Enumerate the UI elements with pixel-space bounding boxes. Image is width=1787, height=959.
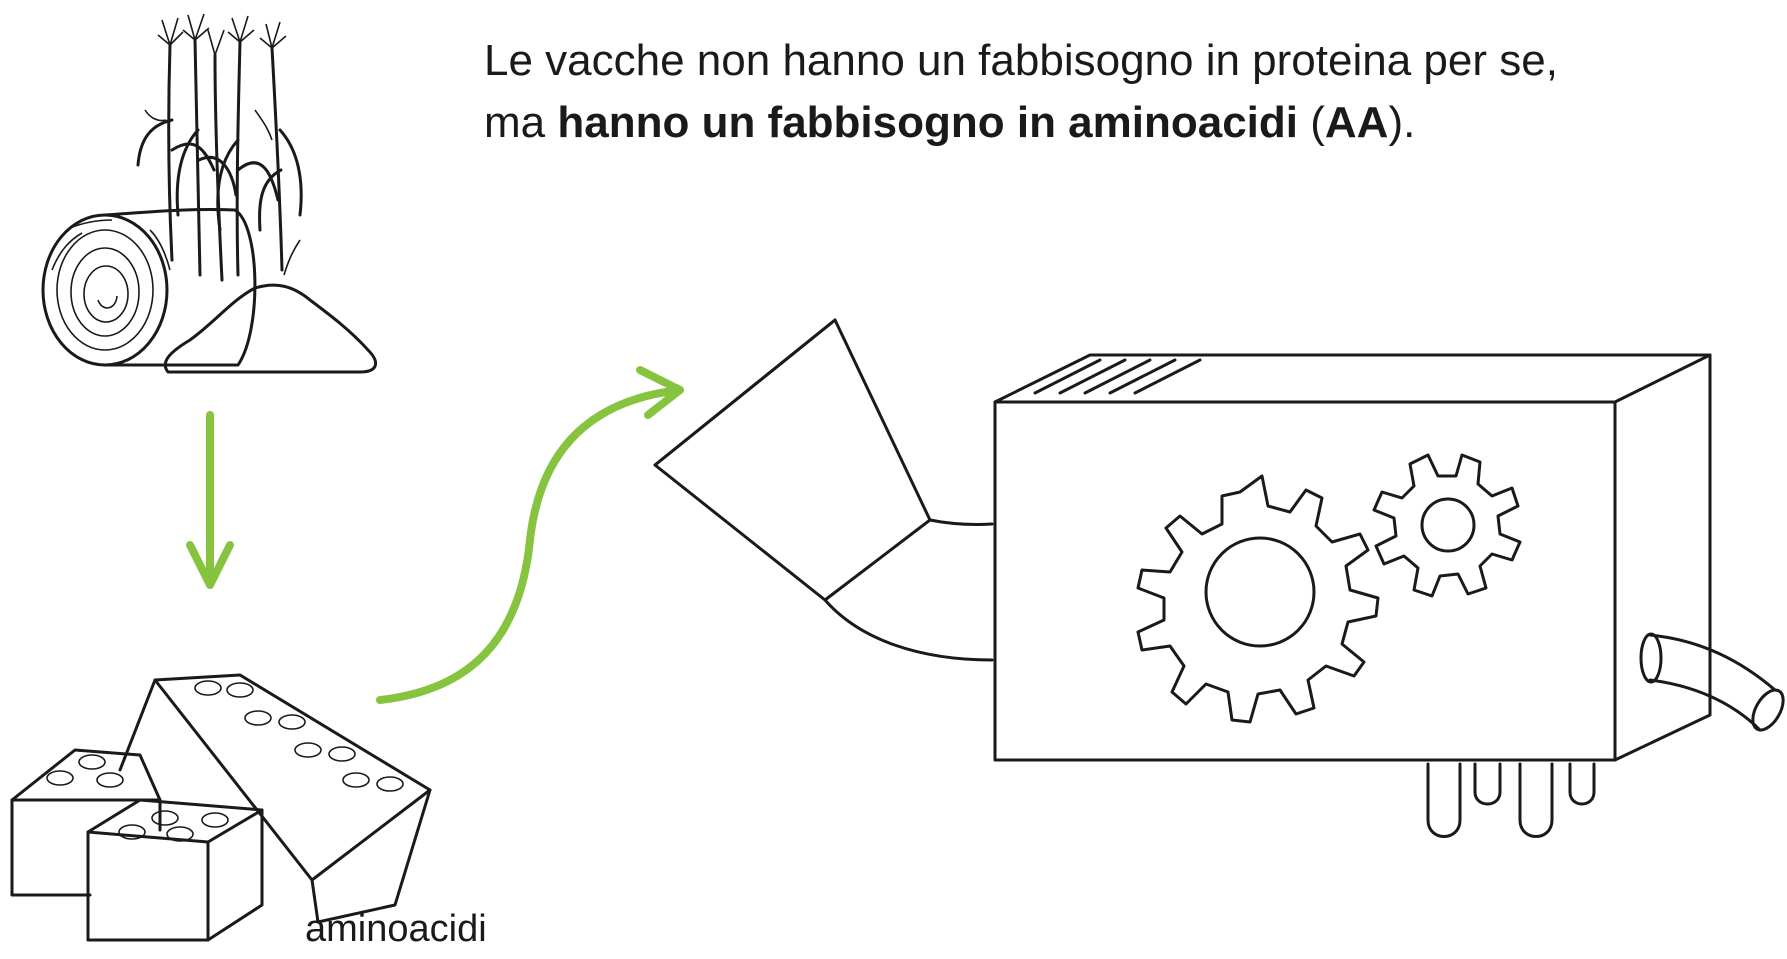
small-gear-icon [1372, 453, 1522, 598]
headline-bold-aa: AA [1324, 98, 1389, 147]
hay-bale-icon [41, 207, 257, 367]
headline-line-2: ma hanno un fabbisogno in aminoacidi (AA… [484, 92, 1734, 154]
grain-pile-icon [163, 283, 377, 374]
vent-icon [1033, 358, 1202, 395]
feed-icon [41, 13, 377, 374]
cow-machine-icon [653, 318, 1785, 838]
headline-suffix: ). [1388, 98, 1416, 147]
down-arrow-icon [186, 411, 234, 589]
headline-mid: ( [1298, 98, 1325, 147]
gear-icon [1136, 474, 1380, 724]
teat-icon [1426, 762, 1596, 838]
aminoacidi-caption: aminoacidi [305, 908, 487, 950]
headline-prefix: ma [484, 98, 558, 147]
headline-line-1: Le vacche non hanno un fabbisogno in pro… [484, 36, 1558, 85]
headline-bold: hanno un fabbisogno in aminoacidi [557, 98, 1299, 147]
headline: Le vacche non hanno un fabbisogno in pro… [484, 30, 1734, 154]
amino-acid-blocks-icon [10, 673, 432, 942]
curved-arrow-icon [376, 366, 684, 704]
corn-plant-icon [136, 13, 303, 282]
